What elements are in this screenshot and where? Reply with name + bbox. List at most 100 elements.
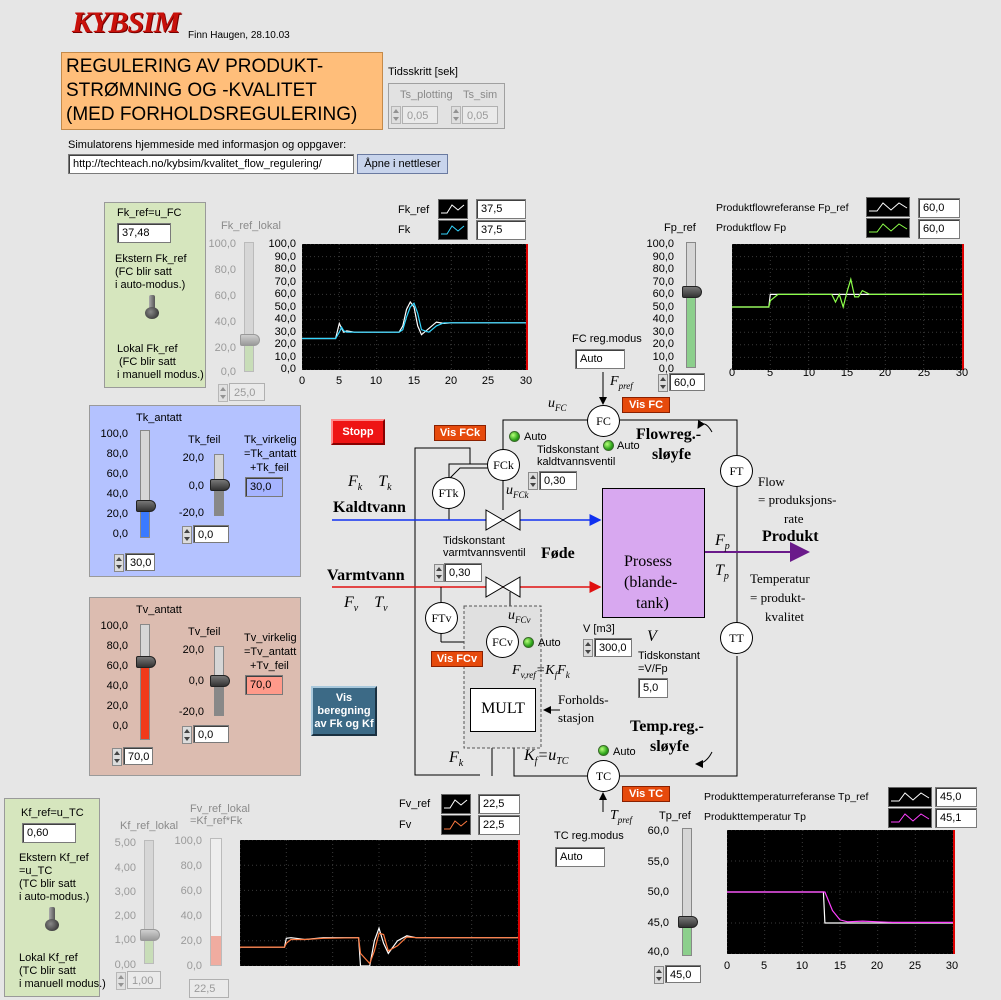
tp-chart: [726, 829, 955, 955]
process-tank: [602, 488, 705, 618]
tk-feil-slider-knob[interactable]: [210, 479, 230, 491]
url-field[interactable]: http://techteach.no/kybsim/kvalitet_flow…: [68, 154, 354, 174]
tidskonst-kald-value[interactable]: 0,30: [539, 471, 577, 490]
ts-sim-label: Ts_sim: [463, 89, 498, 101]
prosess-l1: Prosess: [624, 553, 673, 570]
tk-virkelig-l3: +Tk_feil: [250, 462, 289, 474]
flowreg-l2: sløyfe: [652, 446, 692, 463]
open-browser-button[interactable]: Åpne i nettleser: [357, 154, 448, 174]
tidskonst-varm-l1: Tidskonstant: [443, 535, 505, 547]
fck-auto-label: Auto: [524, 431, 547, 443]
fk-legend-swatch-2: [438, 220, 468, 240]
tidsskritt-group: Ts_plotting Ts_sim 0,05 0,05: [388, 83, 505, 129]
tidskonst-kald-spinner[interactable]: [528, 472, 538, 490]
kf-ref-lokal-label: Kf_ref_lokal: [120, 820, 179, 832]
fv-tv-label: Fv Tv: [344, 594, 388, 615]
tv-antatt-slider-knob[interactable]: [136, 656, 156, 668]
fc-auto-label: Auto: [617, 440, 640, 452]
vis-beregning-l3: av Fk og Kf: [314, 718, 374, 730]
ts-plotting-spinner: [391, 106, 401, 124]
kf-lok-l2: (TC blir satt: [19, 965, 76, 977]
tv-antatt-slider-track[interactable]: [140, 624, 150, 740]
fcv-auto-label: Auto: [538, 637, 561, 649]
tidskonst-kald-l1: Tidskonstant: [537, 444, 599, 456]
fv-lokal-indicator: [210, 838, 222, 966]
ftv-transmitter: FTv: [425, 602, 458, 634]
tidskonst-varm-spinner[interactable]: [434, 564, 444, 582]
tempreg-l1: Temp.reg.-: [630, 718, 704, 735]
tidskonst-kald-l2: kaldtvannsventil: [537, 456, 616, 468]
v-value[interactable]: 300,0: [594, 638, 632, 657]
fp-ref-spinner[interactable]: [658, 374, 668, 392]
u-fck-label: uFCk: [506, 483, 529, 500]
v-label: V [m3]: [583, 623, 615, 635]
v-spinner[interactable]: [583, 639, 593, 657]
tp-ref-spinner[interactable]: [654, 966, 664, 984]
tk-antatt-slider-track[interactable]: [140, 430, 150, 538]
fk-lok-text-2: (FC blir satt: [119, 356, 176, 368]
tv-feil-spinner[interactable]: [182, 726, 192, 744]
tidsskritt-label: Tidsskritt [sek]: [388, 66, 458, 78]
fc-controller: FC: [587, 405, 620, 437]
fk-lokal-spinner: [218, 384, 228, 402]
fp-ref-value[interactable]: 60,0: [669, 373, 705, 391]
tv-virkelig-l1: Tv_virkelig: [244, 632, 297, 644]
fvref-label: Fv,ref=KfFk: [512, 663, 570, 680]
fp-ref-slider-track[interactable]: [686, 242, 696, 368]
tv-antatt-label: Tv_antatt: [136, 604, 182, 616]
tk-feil-spinner[interactable]: [182, 526, 192, 544]
tp-ref-readout: 45,0: [935, 787, 977, 807]
fp-chart: [731, 243, 964, 371]
homepage-label: Simulatorens hjemmeside med informasjon …: [68, 139, 347, 151]
tv-antatt-value[interactable]: 70,0: [123, 747, 153, 765]
tk-antatt-spinner[interactable]: [114, 554, 124, 572]
fp-ref-readout: 60,0: [918, 198, 960, 218]
vis-beregning-l1: Vis: [335, 692, 353, 704]
fk-ext-text-2: (FC blir satt: [115, 266, 172, 278]
tv-virkelig-l2: =Tv_antatt: [244, 646, 297, 658]
tk-antatt-slider-knob[interactable]: [136, 500, 156, 512]
tv-virkelig-l3: +Tv_feil: [250, 660, 289, 672]
fv-lokal-value: 22,5: [189, 979, 229, 998]
tk-antatt-value[interactable]: 30,0: [125, 553, 155, 571]
tk-virkelig-value: 30,0: [245, 477, 283, 497]
fv-legend-label-1: Fv_ref: [399, 798, 431, 810]
tv-feil-slider-knob[interactable]: [210, 675, 230, 687]
vis-tc-button[interactable]: Vis TC: [622, 786, 670, 802]
fc-mode-select[interactable]: Auto: [575, 349, 625, 369]
tp-ref-value[interactable]: 45,0: [665, 965, 701, 983]
kf-ext-l3: (TC blir satt: [19, 878, 76, 890]
tc-mode-select[interactable]: Auto: [555, 847, 605, 867]
vis-fcv-button[interactable]: Vis FCv: [431, 651, 483, 667]
fv-ref-readout: 22,5: [478, 794, 520, 814]
title-line-3: (MED FORHOLDSREGULERING): [66, 104, 358, 125]
tp-ref-slider-track[interactable]: [682, 828, 692, 956]
fk-lok-text-1: Lokal Fk_ref: [117, 343, 178, 355]
tv-virkelig-value: 70,0: [245, 675, 283, 695]
prosess-l2: (blande-: [624, 574, 678, 591]
fk-bottom-label: Fk: [449, 749, 464, 770]
vis-fck-button[interactable]: Vis FCk: [434, 425, 486, 441]
tk-virkelig-l1: Tk_virkelig: [244, 434, 297, 446]
kf-lokal-spinner: [116, 972, 126, 990]
produkt-label: Produkt: [762, 528, 819, 545]
vis-fc-button[interactable]: Vis FC: [622, 397, 670, 413]
fp-ref-slider-knob[interactable]: [682, 286, 702, 298]
fk-lokal-slider-track: [244, 242, 254, 372]
fv-legend-swatch-2: [441, 815, 471, 835]
tv-feil-value[interactable]: 0,0: [193, 725, 229, 743]
title-box: REGULERING AV PRODUKT- STRØMNING OG -KVA…: [61, 52, 383, 130]
tk-feil-value[interactable]: 0,0: [193, 525, 229, 543]
tidskonst-varm-value[interactable]: 0,30: [444, 563, 482, 582]
kf-mode-toggle[interactable]: [45, 907, 59, 933]
vis-beregning-button[interactable]: Vis beregning av Fk og Kf: [311, 686, 377, 736]
fk-ref-value: 37,48: [117, 223, 171, 243]
v-symbol: V: [647, 628, 657, 645]
fcv-auto-led: [523, 637, 534, 648]
fk-ext-text-1: Ekstern Fk_ref: [115, 253, 187, 265]
tv-panel: Tv_antatt 100,0 80,0 60,0 40,0 20,0 0,0 …: [89, 597, 301, 776]
tp-ref-slider-knob[interactable]: [678, 916, 698, 928]
tv-antatt-spinner[interactable]: [112, 748, 122, 766]
fk-mode-toggle[interactable]: [145, 295, 159, 321]
stopp-button[interactable]: Stopp: [331, 419, 385, 445]
